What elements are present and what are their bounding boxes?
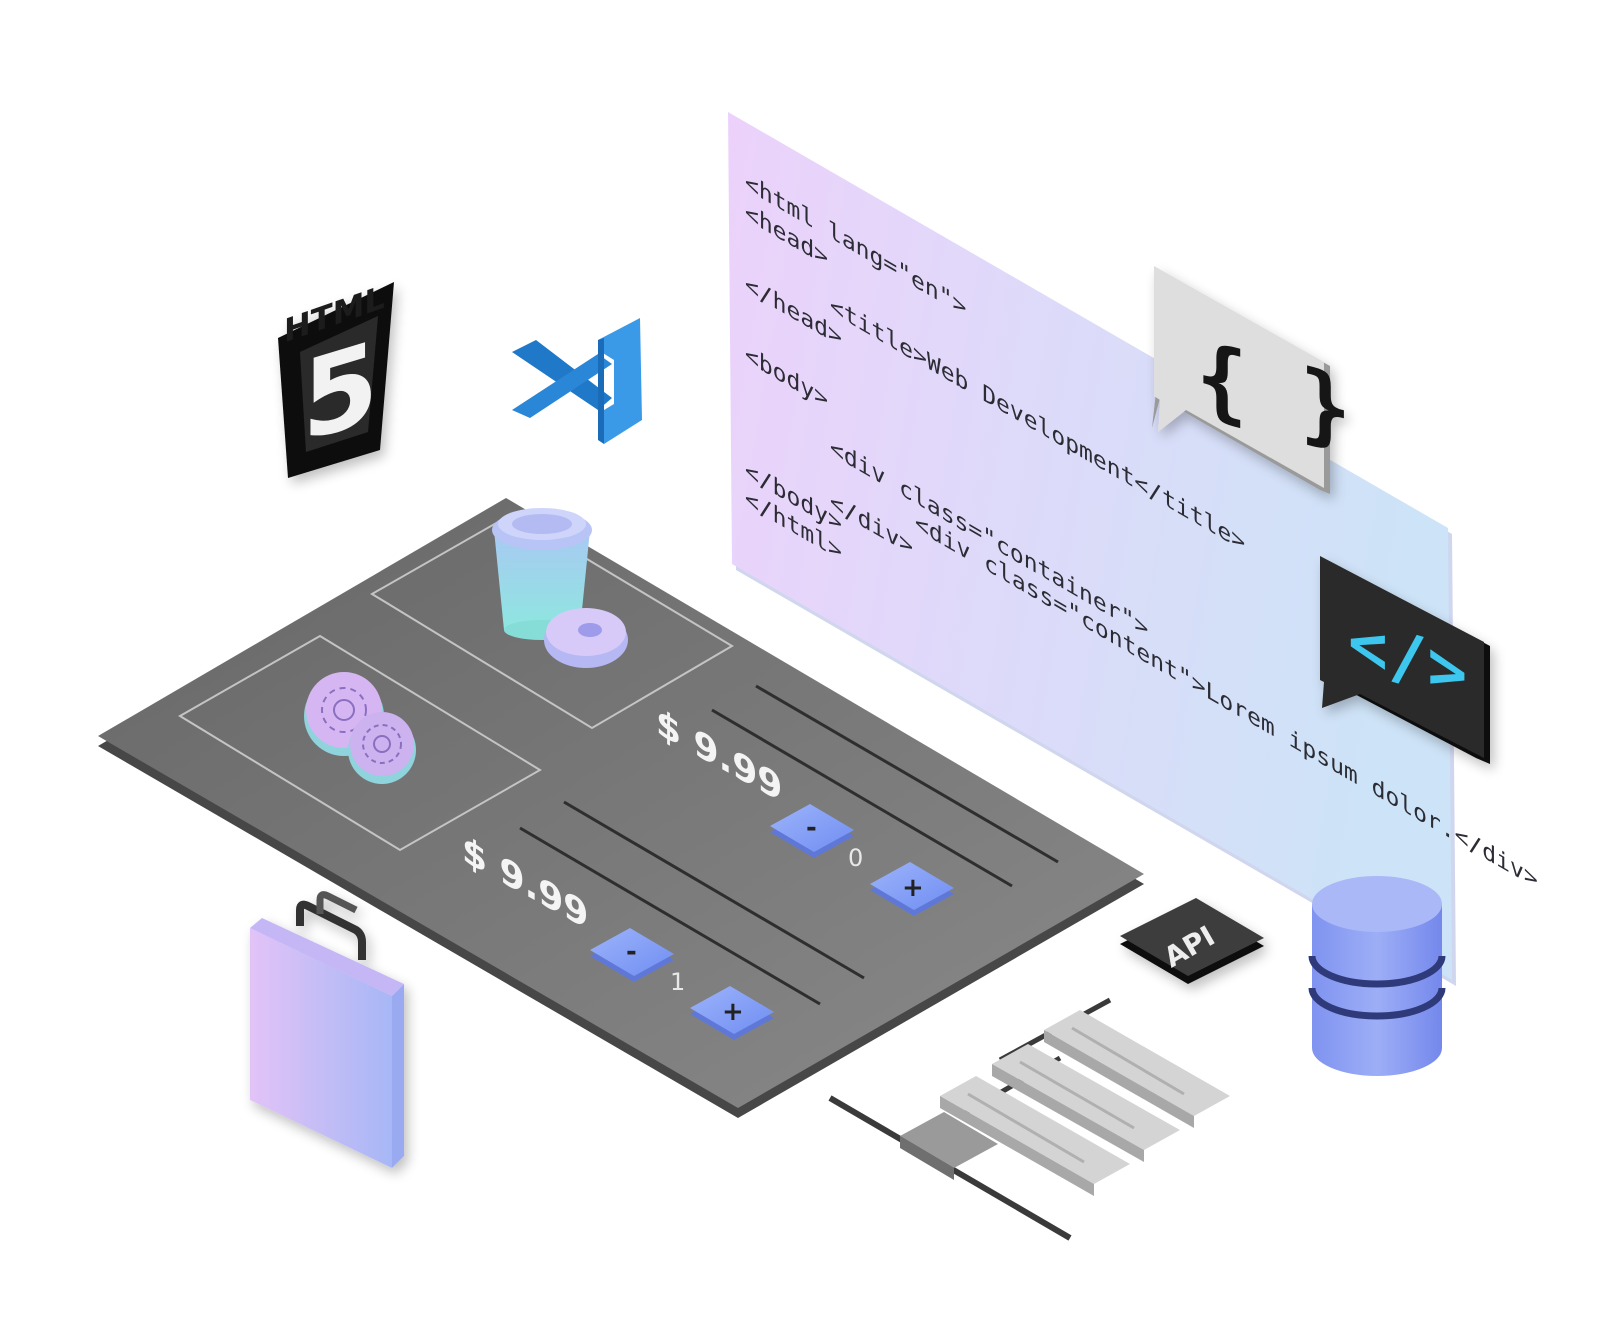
plus-button[interactable]: + bbox=[690, 986, 774, 1040]
html5-logo-number: 5 bbox=[302, 317, 379, 468]
divider bbox=[563, 800, 865, 980]
divider bbox=[711, 708, 1013, 888]
item-quantity: 1 bbox=[670, 968, 685, 996]
sitemap-node bbox=[992, 1044, 1180, 1162]
flower-cookie-icon bbox=[304, 672, 416, 784]
api-chip-icon: API bbox=[1120, 898, 1264, 984]
divider bbox=[755, 684, 1059, 864]
product-tray: $ 9.99 - 0 + $ 9.99 - 1 + bbox=[98, 498, 1144, 1118]
shopping-bag-icon bbox=[250, 891, 404, 1168]
plus-label: + bbox=[902, 873, 924, 903]
coffee-cup-icon bbox=[492, 508, 592, 640]
vscode-logo-icon bbox=[512, 318, 642, 444]
html5-logo-icon: 5 HTML bbox=[278, 277, 394, 478]
minus-button[interactable]: - bbox=[590, 928, 674, 982]
sitemap-node bbox=[940, 1076, 1130, 1196]
donut-icon bbox=[544, 608, 628, 668]
plus-label: + bbox=[722, 997, 744, 1027]
minus-button[interactable]: - bbox=[770, 804, 854, 858]
product-slot bbox=[370, 512, 734, 730]
minus-label: - bbox=[626, 937, 637, 967]
minus-label: - bbox=[806, 813, 817, 843]
item-quantity: 0 bbox=[848, 844, 863, 872]
database-icon bbox=[1308, 876, 1446, 1076]
sitemap-icon bbox=[828, 997, 1230, 1241]
plus-button[interactable]: + bbox=[870, 862, 954, 916]
sitemap-node bbox=[1044, 1010, 1230, 1128]
divider bbox=[519, 826, 821, 1006]
product-slot bbox=[178, 634, 542, 852]
